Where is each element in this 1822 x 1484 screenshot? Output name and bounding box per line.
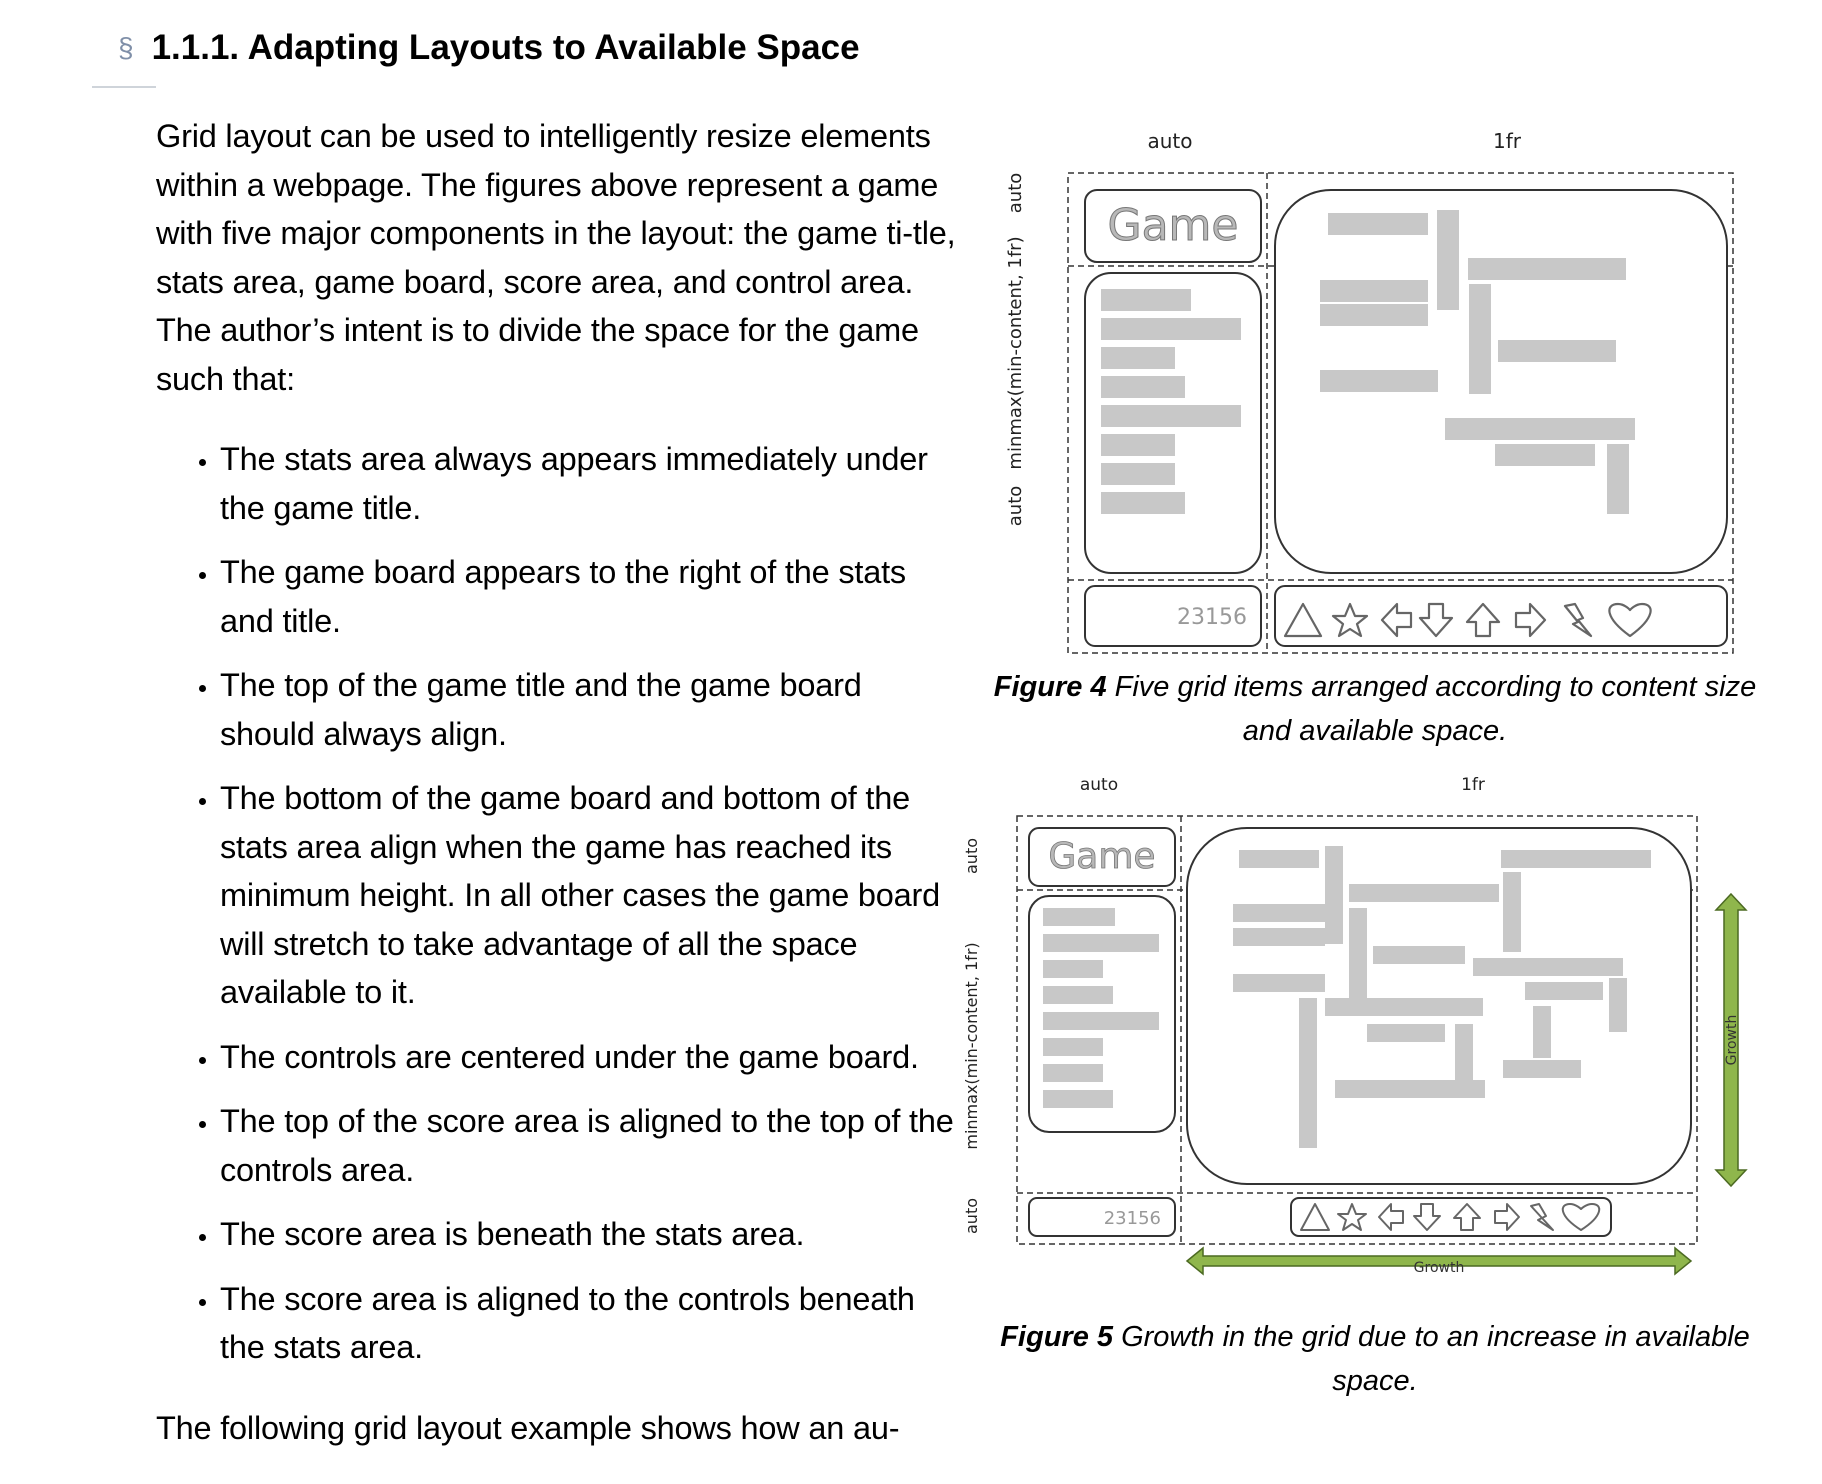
list-item: The score area is aligned to the control… [220, 1275, 956, 1372]
list-item: The game board appears to the right of t… [220, 548, 956, 645]
lightning-icon[interactable] [1530, 1203, 1554, 1231]
arrow-right-icon[interactable] [1494, 1203, 1520, 1231]
column-label-1fr: 1fr [1493, 129, 1522, 153]
list-item: The top of the score area is aligned to … [220, 1097, 956, 1194]
heading-divider [92, 86, 156, 88]
controls-area [1274, 585, 1728, 647]
figure-4-caption: Figure 4 Five grid items arranged accord… [975, 665, 1775, 753]
section-anchor-link[interactable]: § [118, 32, 134, 63]
figure-5-caption-text: Growth in the grid due to an increase in… [1113, 1321, 1750, 1397]
list-item: The controls are centered under the game… [220, 1033, 956, 1082]
figure-4-diagram: auto 1fr auto minmax(min-content, 1fr) a… [1005, 129, 1734, 654]
row-label-minmax: minmax(min-content, 1fr) [1005, 236, 1026, 469]
section-title: 1.1.1. Adapting Layouts to Available Spa… [151, 28, 860, 67]
heart-icon[interactable] [1561, 1203, 1601, 1231]
body-text-column: Grid layout can be used to intelligently… [156, 112, 956, 1484]
score-value: 23156 [1177, 605, 1247, 630]
row-label-auto-bottom: auto [962, 1198, 981, 1234]
growth-label-vertical: Growth [1724, 1015, 1740, 1066]
arrow-up-icon[interactable] [1465, 602, 1501, 638]
heart-icon[interactable] [1608, 602, 1652, 638]
row-label-auto-bottom: auto [1005, 486, 1026, 527]
lightning-icon[interactable] [1563, 602, 1593, 638]
triangle-icon[interactable] [1300, 1203, 1330, 1231]
list-item: The score area is beneath the stats area… [220, 1210, 956, 1259]
star-icon[interactable] [1331, 602, 1369, 638]
figure-4-label: Figure 4 [993, 671, 1107, 703]
section-heading: § 1.1.1. Adapting Layouts to Available S… [118, 28, 860, 68]
figure-5-diagram: auto 1fr auto minmax(min-content, 1fr) a… [962, 775, 1748, 1276]
game-title-box: Game [1084, 189, 1262, 263]
list-item: The bottom of the game board and bottom … [220, 774, 956, 1017]
arrow-down-icon[interactable] [1413, 1203, 1441, 1231]
score-value: 23156 [1104, 1208, 1161, 1229]
list-item: The top of the game title and the game b… [220, 661, 956, 758]
arrow-left-icon[interactable] [1380, 602, 1413, 638]
controls-area [1290, 1197, 1612, 1237]
arrow-down-icon[interactable] [1418, 602, 1454, 638]
growth-label-horizontal: Growth [1414, 1260, 1465, 1276]
list-item: The stats area always appears immediatel… [220, 435, 956, 532]
horizontal-growth-arrow: Growth [1185, 1246, 1693, 1276]
game-board [1274, 189, 1728, 574]
game-title-text: Game [1108, 200, 1239, 251]
requirements-list: The stats area always appears immediatel… [156, 435, 956, 1372]
figure-5-label: Figure 5 [1000, 1321, 1114, 1353]
triangle-icon[interactable] [1283, 602, 1323, 638]
row-label-auto-top: auto [962, 838, 981, 874]
stats-area [1084, 272, 1262, 574]
stats-area [1028, 895, 1176, 1133]
game-title-box: Game [1028, 827, 1176, 887]
column-label-1fr: 1fr [1461, 775, 1485, 795]
arrow-up-icon[interactable] [1453, 1203, 1481, 1231]
row-label-auto-top: auto [1005, 173, 1026, 214]
arrow-right-icon[interactable] [1514, 602, 1547, 638]
score-area: 23156 [1084, 585, 1262, 647]
score-area: 23156 [1028, 1197, 1176, 1237]
arrow-left-icon[interactable] [1378, 1203, 1404, 1231]
game-board [1186, 827, 1692, 1185]
figure-4-caption-text: Five grid items arranged according to co… [1106, 671, 1757, 747]
vertical-growth-arrow: Growth [1714, 892, 1748, 1188]
star-icon[interactable] [1337, 1203, 1367, 1231]
outro-paragraph: The following grid layout example shows … [156, 1409, 900, 1446]
column-label-auto: auto [1080, 775, 1118, 795]
row-label-minmax: minmax(min-content, 1fr) [962, 942, 981, 1149]
figure-5-caption: Figure 5 Growth in the grid due to an in… [975, 1315, 1775, 1403]
intro-paragraph: Grid layout can be used to intelligently… [156, 118, 956, 397]
game-title-text: Game [1048, 836, 1155, 877]
column-label-auto: auto [1147, 129, 1192, 153]
